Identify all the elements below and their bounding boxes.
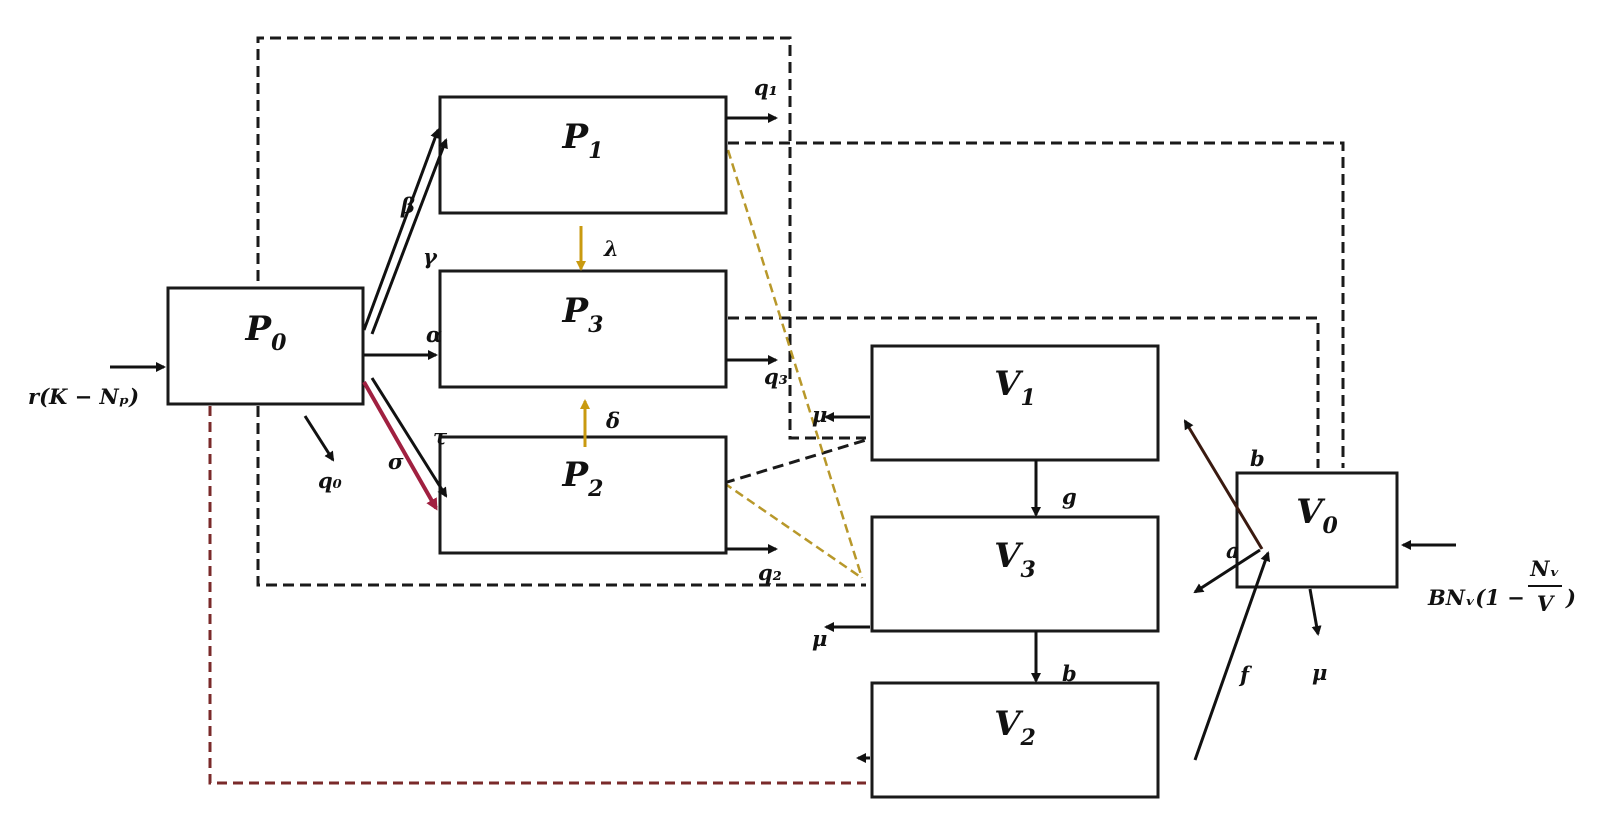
compartment-v0-label: V0 [1296,492,1338,539]
arrow-v2-v0-f [1193,551,1271,761]
inflow-plant-label: r(K − Nₚ) [28,384,139,409]
arrow-p0-death-q0 [303,415,335,462]
dashed-line-p1-v3 [726,149,864,579]
arrow-p0-p2-sigma [362,381,438,511]
inflow-vector-label: BNᵥ(1 − [1427,585,1525,610]
dashed-loop-p1-v0 [728,141,1345,468]
arrow-p0-p1-gamma [370,138,448,335]
rate-gamma-label: γ [423,244,438,269]
compartment-p2-box [438,435,728,555]
rate-q0-label: q₀ [318,468,342,493]
rate-alpha-label: α [426,322,442,347]
arrow-p0-p1-beta [362,128,440,331]
rate-mu-v3-label: μ [812,626,827,651]
arrow-p0-p2-tau [370,377,448,498]
compartment-v3-label: V3 [994,536,1036,583]
dashed-line-p2-v1 [723,438,867,485]
rate-lambda-label: λ [603,236,619,261]
dashed-loop-p0-v2 [208,406,866,785]
rate-delta-label: δ [605,408,620,433]
dashed-line-p2-v3 [723,481,863,580]
compartment-p3-label: P3 [562,291,604,338]
rate-q1-label: q₁ [754,75,778,100]
rate-q3-label: q₃ [764,364,788,389]
arrow-v0-death-mu [1308,588,1322,636]
rate-g-label: g [1062,484,1077,509]
rate-mu-v0-label: μ [1312,660,1327,685]
dashed-loop-p0-v3 [256,406,866,587]
arrow-v0-v3-a [1193,548,1261,594]
rate-mu-v1-label: μ [812,402,827,427]
compartment-p2-label: P2 [562,455,604,502]
inflow-vector-close-paren: ) [1565,585,1576,610]
rate-tau-label: τ [433,424,448,449]
inflow-vector-fraction-den: V [1537,591,1556,616]
compartment-v2-box [870,681,1160,799]
compartment-p0-label: P0 [245,309,288,356]
compartment-v3-box [870,515,1160,633]
rate-q2-label: q₂ [758,560,782,585]
compartment-v1-label: V1 [994,364,1036,411]
rate-beta-label: β [400,193,415,218]
compartment-p0-box [166,286,365,406]
rate-f-label: f [1238,662,1253,687]
inflow-vector-fraction-num: Nᵥ [1529,556,1560,581]
rate-a-label: a [1226,538,1240,563]
rate-b-v0-v1-label: b [1250,446,1265,471]
compartment-v1-box [870,344,1160,462]
dashed-loop-p3-v0 [728,316,1320,468]
compartment-v2-label: V2 [994,704,1036,751]
compartment-p1-label: P1 [562,117,604,164]
compartment-p3-box [438,269,728,389]
rate-sigma-label: σ [388,449,404,474]
rate-b-v3-v2-label: b [1062,661,1077,686]
arrow-v0-v1-b [1183,419,1264,550]
dashed-loop-outer [256,36,866,440]
